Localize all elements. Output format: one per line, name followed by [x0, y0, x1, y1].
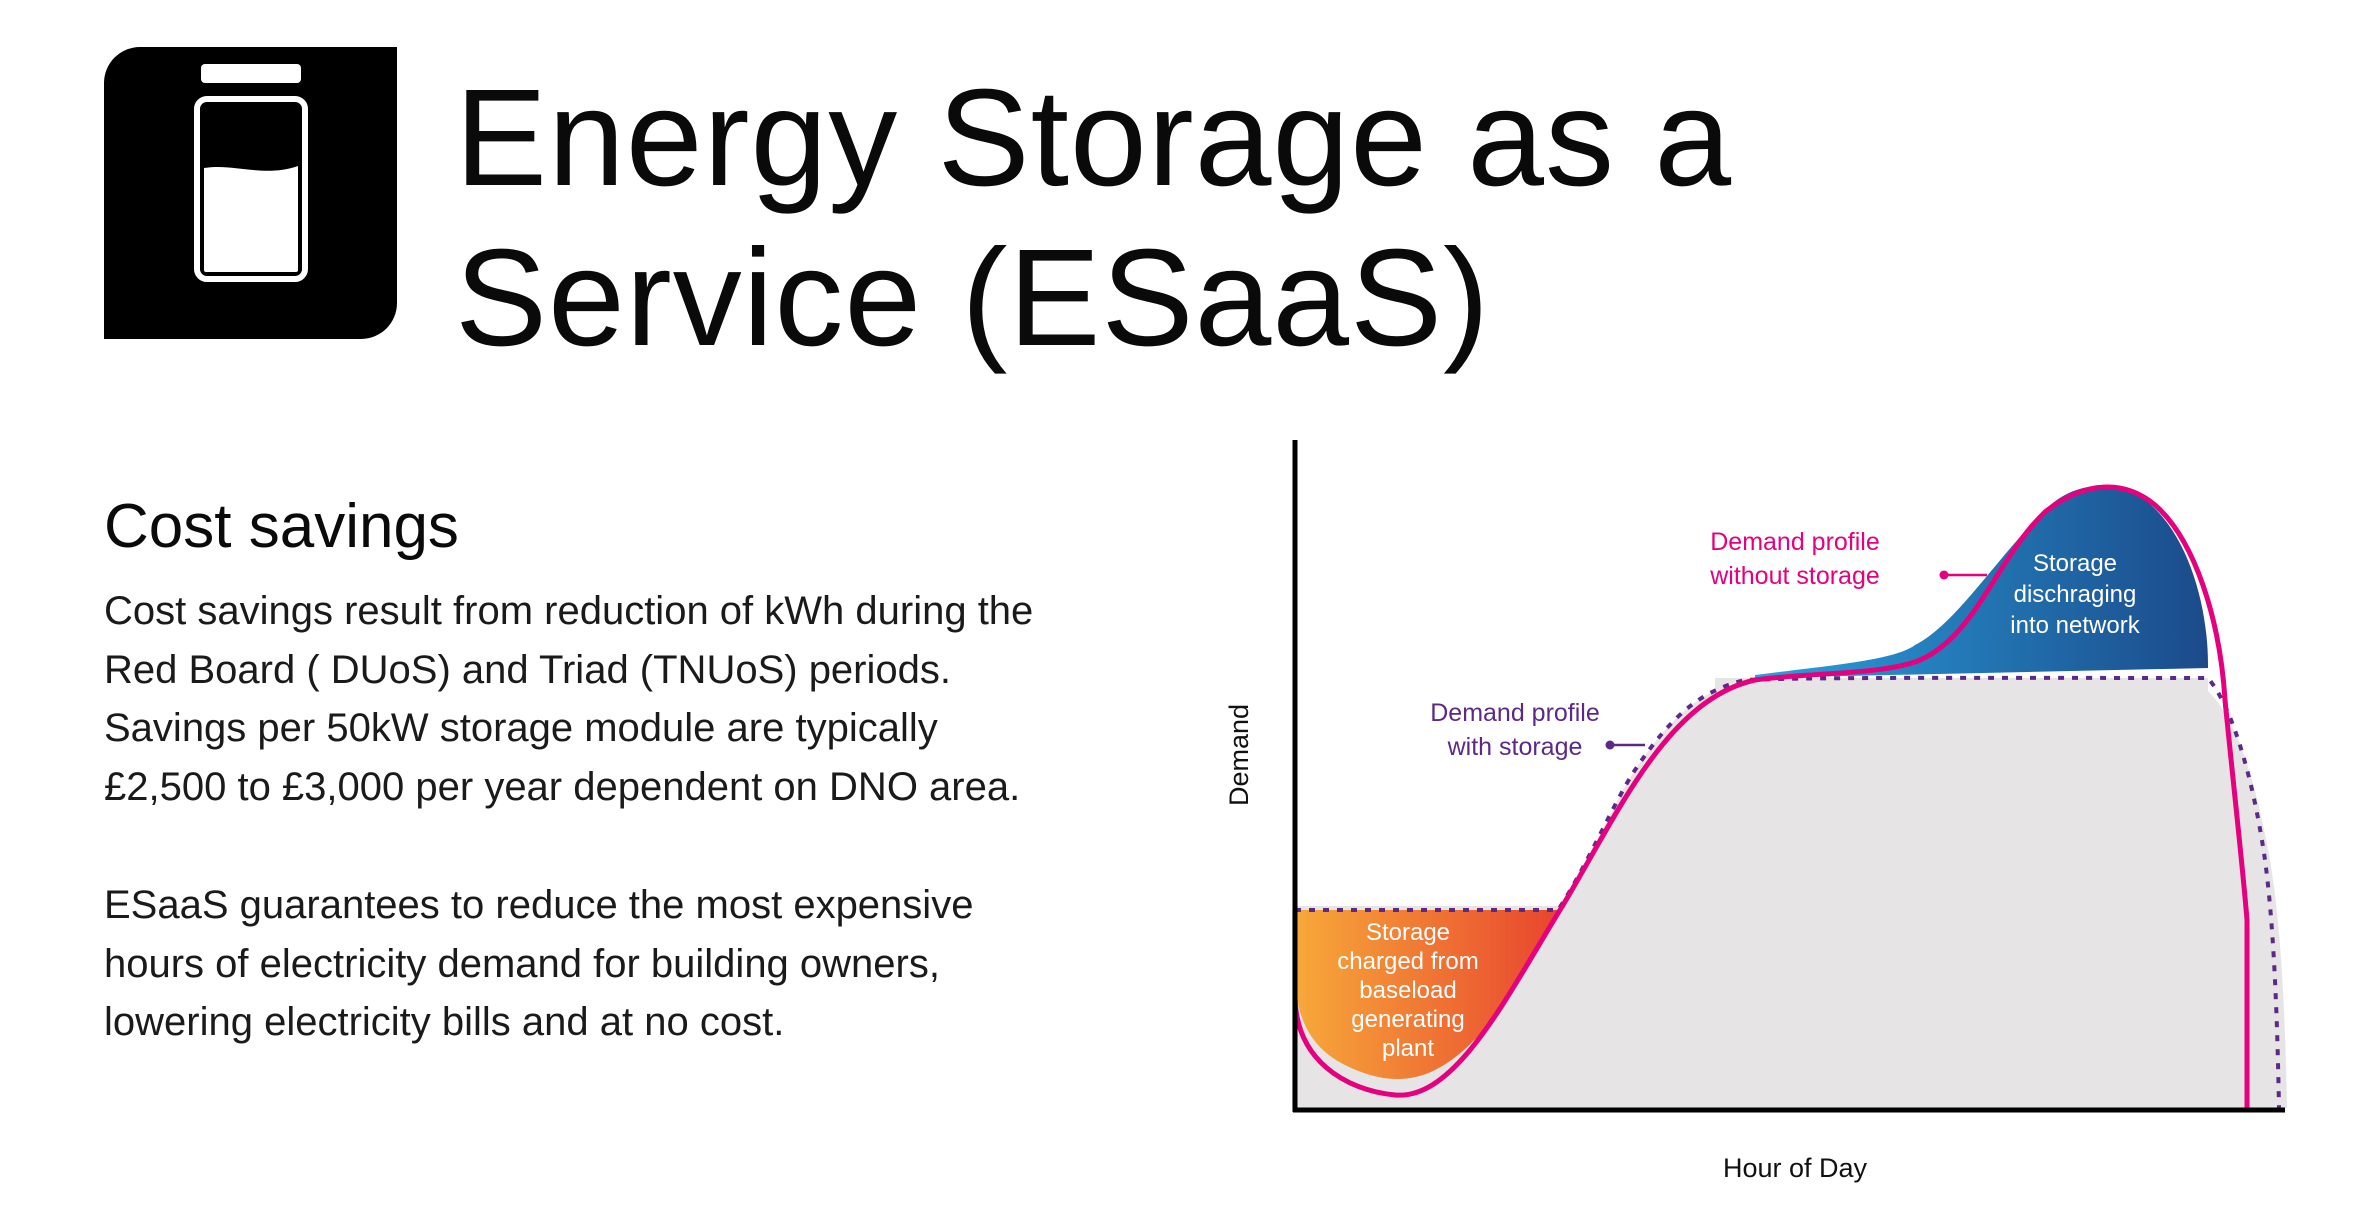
- callout-with-storage-dot: [1605, 740, 1615, 750]
- cost-savings-paragraph: Cost savings result from reduction of kW…: [104, 582, 1033, 816]
- paragraph-line: £2,500 to £3,000 per year dependent on D…: [104, 764, 1021, 809]
- section-heading: Cost savings: [104, 492, 459, 561]
- storage-discharge-mask: [1715, 678, 2208, 690]
- diagram-canvas: Demand Hour of Day Demand profile withou…: [1224, 440, 2287, 1183]
- demand-without-storage-line: [1292, 484, 2250, 1113]
- callout-without-storage-dot: [1939, 570, 1949, 580]
- paragraph-line: Red Board ( DUoS) and Triad (TNUoS) peri…: [104, 647, 951, 692]
- charge-label-line2: charged from: [1337, 948, 1478, 975]
- x-axis-label: Hour of Day: [1723, 1153, 1868, 1183]
- callout-without-storage-line2: without storage: [1709, 562, 1880, 590]
- charge-label-line4: generating: [1351, 1006, 1464, 1033]
- discharge-label-line2: dischraging: [2014, 581, 2137, 608]
- callout-without-storage-line1: Demand profile: [1710, 528, 1880, 556]
- page-title: Energy Storage as a Service (ESaaS): [455, 58, 1732, 378]
- paragraph-line: Savings per 50kW storage module are typi…: [104, 706, 938, 750]
- paragraph-line: Cost savings result from reduction of kW…: [104, 589, 1034, 633]
- grey-demand-area: [1292, 677, 2208, 1108]
- y-axis-label: Demand: [1224, 704, 1254, 806]
- title-line-1: Energy Storage as a: [455, 61, 1733, 215]
- storage-profile-line: [1295, 675, 2281, 1109]
- title-line-2: Service (ESaaS): [455, 221, 1491, 375]
- paragraph-line: ESaaS guarantees to reduce the most expe…: [104, 883, 974, 927]
- callout-with-storage-line2: with storage: [1447, 733, 1583, 761]
- storage-discharge-region: [1755, 486, 2208, 678]
- discharge-label-line3: into network: [2010, 612, 2140, 639]
- charge-label-line1: Storage: [1366, 919, 1450, 946]
- guarantee-paragraph: ESaaS guarantees to reduce the most expe…: [104, 876, 973, 1052]
- battery-logo: [104, 47, 397, 339]
- discharge-label-line1: Storage: [2033, 550, 2117, 577]
- charge-label-line3: baseload: [1359, 977, 1456, 1004]
- demand-profile-diagram: Demand Hour of Day Demand profile withou…: [1195, 440, 2295, 1210]
- charge-label-line5: plant: [1382, 1035, 1434, 1062]
- battery-icon: [194, 64, 308, 282]
- grey-demand-area-right: [2190, 678, 2287, 1108]
- paragraph-line: hours of electricity demand for building…: [104, 941, 940, 986]
- callout-with-storage-line1: Demand profile: [1430, 699, 1600, 727]
- paragraph-line: lowering electricity bills and at no cos…: [104, 1000, 785, 1044]
- storage-charge-region: [1295, 910, 1558, 1080]
